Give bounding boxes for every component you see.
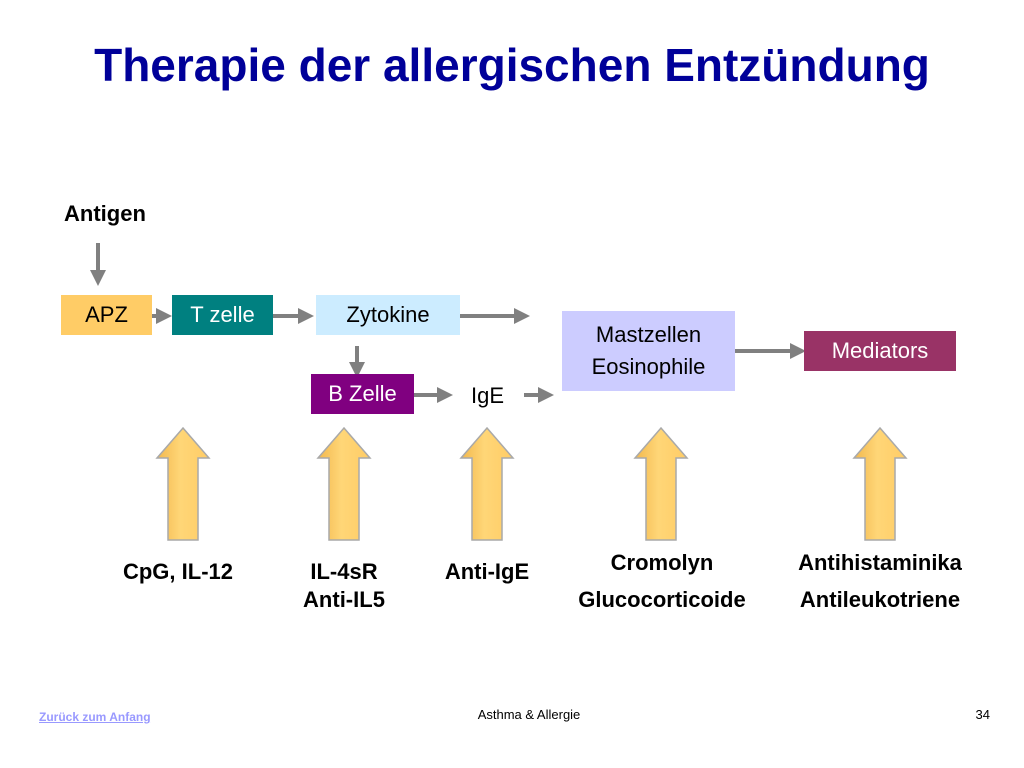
therapy-antihistaminika: Antihistaminika	[798, 550, 962, 575]
up-arrow-3	[459, 426, 515, 541]
therapy-il4sr: IL-4sR	[310, 559, 378, 584]
zytokine-label: Zytokine	[346, 302, 430, 327]
eosinophile-label: Eosinophile	[591, 354, 706, 379]
therapy-cpg: CpG, IL-12	[122, 559, 233, 584]
back-to-start-link[interactable]: Zurück zum Anfang	[39, 710, 151, 724]
mediators-box: Mediators	[804, 331, 956, 371]
therapy-anti-il5: Anti-IL5	[303, 587, 385, 612]
therapy-antileukotriene: Antileukotriene	[799, 587, 961, 612]
therapy-anti-ige: Anti-IgE	[444, 559, 530, 584]
therapy-antihistaminika-group: Antihistaminika Antileukotriene	[770, 544, 990, 618]
b-zelle-label: B Zelle	[328, 381, 397, 406]
up-arrow-2	[316, 426, 372, 541]
zytokine-box: Zytokine	[316, 295, 460, 335]
therapy-il4sr-group: IL-4sR Anti-IL5	[264, 558, 424, 614]
ige-label: IgE	[471, 383, 505, 408]
page-number: 34	[975, 707, 990, 722]
b-zelle-box: B Zelle	[311, 374, 414, 414]
mastzellen-label: Mastzellen	[595, 322, 702, 347]
footer-title: Asthma & Allergie	[477, 707, 581, 722]
up-arrow-1	[155, 426, 211, 541]
therapy-glucocorticoide: Glucocorticoide	[578, 587, 746, 612]
mastzellen-box: Mastzellen Eosinophile	[562, 311, 735, 391]
antigen-label: Antigen	[64, 201, 146, 226]
apz-label: APZ	[85, 302, 128, 327]
t-zelle-box: T zelle	[172, 295, 273, 335]
up-arrow-4	[633, 426, 689, 541]
t-zelle-label: T zelle	[190, 302, 255, 327]
mediators-label: Mediators	[831, 338, 929, 363]
therapy-cromolyn: Cromolyn	[610, 550, 714, 575]
slide-title: Therapie der allergischen Entzündung	[94, 39, 930, 91]
apz-box: APZ	[61, 295, 152, 335]
therapy-cromolyn-group: Cromolyn Glucocorticoide	[552, 544, 772, 618]
up-arrow-5	[852, 426, 908, 541]
